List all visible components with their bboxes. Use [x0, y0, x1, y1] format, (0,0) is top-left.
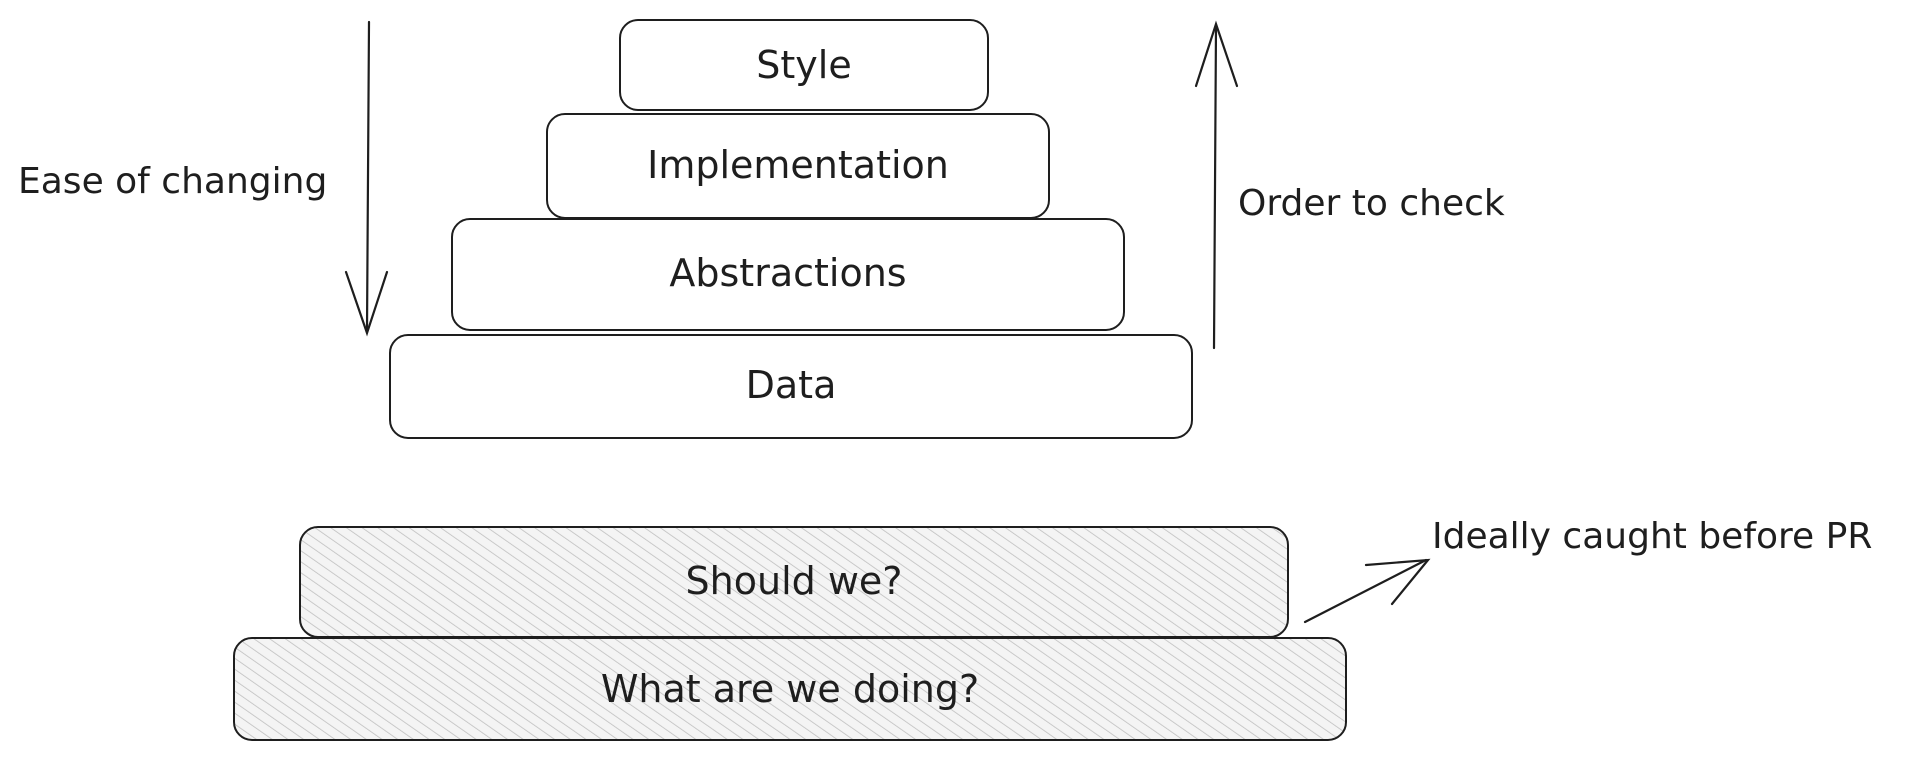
- layer-abstractions-box: [451, 218, 1125, 331]
- layer-implementation: Implementation: [546, 113, 1050, 219]
- layer-implementation-label: Implementation: [647, 143, 949, 187]
- order-to-check-label: Order to check: [1238, 183, 1505, 224]
- layer-should-we-label: Should we?: [686, 559, 903, 603]
- layer-style-box: [619, 19, 989, 111]
- layer-abstractions-label: Abstractions: [669, 251, 906, 295]
- bottom-stack: Should we? What are we doing?: [233, 526, 1347, 741]
- layer-what-are-we-doing-label: What are we doing?: [601, 667, 979, 711]
- layer-what-are-we-doing-box: [233, 637, 1347, 741]
- layer-data-box: [389, 334, 1193, 439]
- callout-arrow-shaft: [1303, 558, 1428, 624]
- layer-style-label: Style: [756, 43, 851, 87]
- layer-data: Data: [389, 334, 1193, 439]
- layer-style: Style: [619, 19, 989, 111]
- layer-abstractions: Abstractions: [451, 218, 1125, 331]
- layer-data-label: Data: [746, 363, 837, 407]
- ease-of-changing-label: Ease of changing: [18, 161, 327, 202]
- callout-label: Ideally caught before PR: [1432, 516, 1872, 557]
- pyramid: Style Implementation Abstractions Data: [389, 19, 1193, 439]
- order-arrowhead-icon: [1194, 20, 1239, 88]
- callout: Ideally caught before PR: [1303, 516, 1872, 624]
- order-to-check-arrow: Order to check: [1194, 20, 1505, 350]
- ease-arrowhead-icon: [344, 270, 389, 337]
- layer-should-we: Should we?: [299, 526, 1289, 638]
- callout-arrowhead-icon: [1364, 558, 1431, 606]
- order-arrow-shaft: [1212, 24, 1218, 350]
- ease-arrow-shaft: [365, 20, 371, 332]
- ease-of-changing-arrow: Ease of changing: [18, 20, 389, 337]
- layer-what-are-we-doing: What are we doing?: [233, 637, 1347, 741]
